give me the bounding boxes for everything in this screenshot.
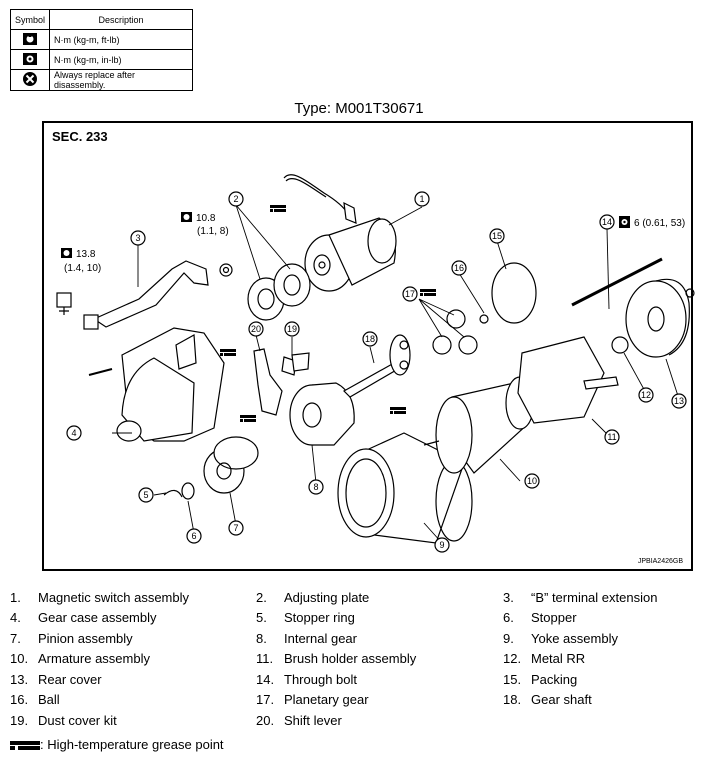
rear-cover: [625, 278, 695, 358]
figure-code: JPBIA2426GB: [637, 558, 683, 565]
callout-17: 17: [405, 289, 415, 299]
grease-point-icon: [10, 740, 40, 750]
callout-10: 10: [527, 476, 537, 486]
callout-numbers: 1 2 3 4 5 6 7 8 9 10 11 12 13 14 15 16 1…: [71, 194, 684, 550]
b-terminal-extension: [56, 260, 209, 330]
symbol-desc: N·m (kg-m, ft-lb): [49, 29, 194, 50]
callout-5: 5: [143, 490, 148, 500]
callout-9: 9: [439, 540, 444, 550]
armature-assembly: [423, 376, 535, 474]
callout-16: 16: [454, 263, 464, 273]
gear-case-assembly: [88, 327, 225, 442]
callout-20: 20: [251, 324, 261, 334]
ball: [479, 314, 489, 324]
callout-6: 6: [191, 531, 196, 541]
grease-point-icons: [220, 205, 436, 422]
callout-11: 11: [607, 432, 616, 442]
packing: [491, 262, 537, 324]
section-label: SEC. 233: [52, 129, 108, 144]
starter-exploded-view: 1 2 3 4 5 6 7 8 9 10 11 12 13 14 15 16 1…: [56, 174, 695, 553]
planetary-gears: [432, 309, 478, 355]
callout-13: 13: [674, 396, 684, 406]
callout-8: 8: [313, 482, 318, 492]
grease-note-text: : High-temperature grease point: [40, 737, 224, 752]
torque-14-value: 6 (0.61, 53): [634, 218, 685, 229]
internal-gear: [289, 382, 355, 446]
callout-4: 4: [71, 428, 76, 438]
callout-18: 18: [365, 334, 375, 344]
symbol-desc: N·m (kg-m, in-lb): [49, 49, 194, 70]
grease-point-note: : High-temperature grease point: [10, 737, 224, 752]
through-bolt: [571, 257, 663, 307]
callout-14: 14: [602, 217, 612, 227]
torque-3-value: 13.8: [76, 249, 96, 260]
callout-19: 19: [287, 324, 297, 334]
brush-holder-assembly: [517, 336, 619, 424]
torque-spec-2: 10.8 (1.1, 8): [181, 212, 229, 237]
yoke-assembly: [337, 432, 473, 544]
symbol-header: Symbol: [9, 9, 51, 30]
description-header: Description: [49, 9, 194, 30]
callout-12: 12: [641, 390, 651, 400]
callout-2: 2: [233, 194, 238, 204]
torque-2-detail: (1.1, 8): [197, 226, 229, 237]
callout-7: 7: [233, 523, 238, 533]
callout-3: 3: [135, 233, 140, 243]
adjusting-plates: [219, 263, 311, 321]
torque-spec-3: 13.8 (1.4, 10): [61, 248, 101, 274]
metal-rr: [611, 336, 629, 354]
callout-circles: [66, 191, 687, 553]
torque-spec-14: 6 (0.61, 53): [619, 216, 685, 229]
gear-shaft: [343, 334, 411, 398]
shift-lever: [253, 348, 310, 416]
symbol-table: Symbol Description N·m (kg-m, ft-lb) N·m…: [9, 9, 194, 91]
always-replace-icon: [9, 69, 51, 91]
callout-1: 1: [419, 194, 424, 204]
exploded-diagram: 1 2 3 4 5 6 7 8 9 10 11 12 13 14 15 16 1…: [42, 121, 695, 571]
pinion-assembly: [203, 436, 259, 494]
torque-2-value: 10.8: [196, 213, 216, 224]
torque-wrench-in-lb-icon: [9, 49, 51, 70]
callout-15: 15: [492, 231, 502, 241]
stopper-ring: [163, 489, 183, 498]
torque-3-detail: (1.4, 10): [64, 263, 101, 274]
leader-lines: [112, 204, 680, 544]
symbol-desc: Always replace after disassembly.: [49, 69, 194, 91]
type-title: Type: M001T30671: [294, 100, 424, 117]
magnetic-switch-assembly: [283, 174, 397, 292]
stopper: [181, 482, 195, 500]
torque-wrench-ft-lb-icon: [9, 29, 51, 50]
